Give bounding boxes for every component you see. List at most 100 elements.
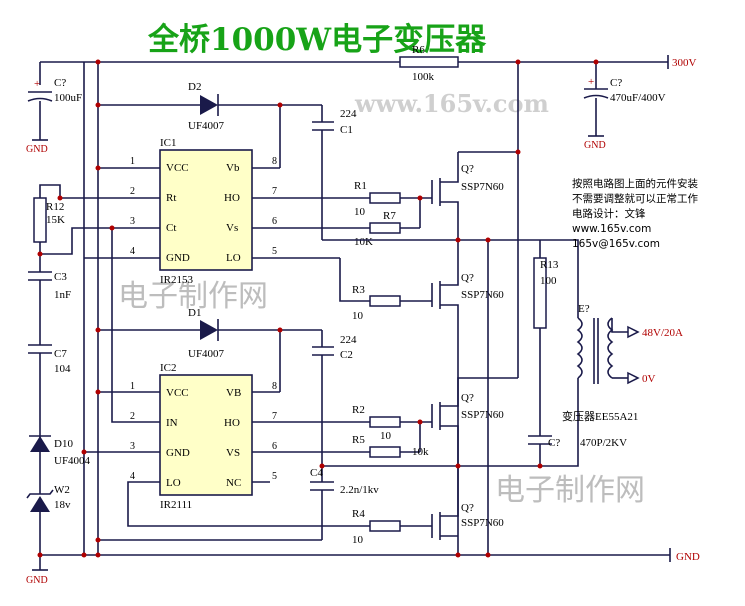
svg-text:+: +: [34, 78, 40, 90]
resistor-r6: R6 100k: [399, 44, 459, 83]
resistor-r5: R5 10k: [352, 422, 429, 458]
mosfet-q1: Q? SSP7N60: [431, 152, 504, 240]
svg-text:按照电路图上面的元件安装: 按照电路图上面的元件安装: [572, 177, 698, 190]
cap-470uf: + C? 470uF/400V GND: [583, 62, 666, 151]
svg-text:VCC: VCC: [166, 162, 189, 174]
svg-text:10: 10: [352, 534, 364, 546]
svg-text:10k: 10k: [412, 446, 429, 458]
svg-text:LO: LO: [226, 252, 241, 264]
svg-text:IN: IN: [166, 417, 178, 429]
svg-text:165v@165v.com: 165v@165v.com: [572, 238, 660, 250]
output-low-label: 0V: [642, 373, 656, 385]
svg-text:D1: D1: [188, 307, 201, 319]
svg-text:1: 1: [130, 156, 135, 167]
svg-text:UF4007: UF4007: [188, 348, 225, 360]
ic2-part: IR2111: [160, 499, 192, 511]
svg-text:18v: 18v: [54, 499, 71, 511]
svg-text:C2: C2: [340, 349, 353, 361]
cap-c4: C4 2.2n/1kv: [98, 466, 379, 541]
svg-text:15K: 15K: [46, 214, 65, 226]
svg-text:GND: GND: [26, 575, 48, 586]
svg-text:1nF: 1nF: [54, 289, 71, 301]
svg-text:C?: C?: [548, 437, 560, 449]
svg-text:D10: D10: [54, 438, 73, 450]
ic2-body: [159, 374, 253, 496]
svg-text:R12: R12: [46, 201, 64, 213]
ic1-body: [159, 149, 253, 271]
svg-text:104: 104: [54, 363, 71, 375]
svg-text:VB: VB: [226, 387, 241, 399]
svg-text:10: 10: [352, 310, 364, 322]
svg-text:10: 10: [380, 430, 392, 442]
ic2-ref: IC2: [160, 362, 177, 374]
svg-text:电路设计：文锋: 电路设计：文锋: [572, 207, 646, 220]
svg-text:C1: C1: [340, 124, 353, 136]
svg-text:C?: C?: [610, 77, 622, 89]
svg-text:R6: R6: [412, 44, 425, 56]
cap-c2: 224 C2: [312, 330, 357, 466]
ic1-part: IR2153: [160, 274, 194, 286]
cap-snubber: C? 470P/2KV: [528, 435, 627, 466]
svg-text:2.2n/1kv: 2.2n/1kv: [340, 484, 379, 496]
svg-text:SSP7N60: SSP7N60: [461, 517, 504, 529]
resistor-r1: R1 10: [354, 180, 432, 218]
cap-100uf: + C? 100uF GND: [26, 77, 82, 155]
schematic-title: 全桥1000W电子变压器: [147, 22, 487, 58]
svg-text:224: 224: [340, 108, 357, 120]
svg-text:224: 224: [340, 334, 357, 346]
svg-text:10K: 10K: [354, 236, 373, 248]
svg-text:8: 8: [272, 381, 277, 392]
svg-text:C3: C3: [54, 271, 67, 283]
design-notes: 按照电路图上面的元件安装 不需要调整就可以正常工作 电路设计：文锋 www.16…: [572, 177, 698, 250]
svg-text:Q?: Q?: [461, 163, 474, 175]
svg-text:HO: HO: [224, 192, 240, 204]
svg-text:1: 1: [130, 381, 135, 392]
svg-text:不需要调整就可以正常工作: 不需要调整就可以正常工作: [572, 192, 698, 205]
svg-text:Q?: Q?: [461, 272, 474, 284]
svg-text:Q?: Q?: [461, 392, 474, 404]
resistor-r12: R12 15K: [33, 184, 112, 255]
svg-text:D2: D2: [188, 81, 201, 93]
svg-text:SSP7N60: SSP7N60: [461, 181, 504, 193]
watermark-text-2: 电子制作网: [495, 473, 645, 508]
mosfet-q3: Q? SSP7N60: [431, 377, 518, 466]
svg-text:E?: E?: [578, 303, 590, 315]
svg-text:Q?: Q?: [461, 502, 474, 514]
svg-text:7: 7: [272, 411, 277, 422]
svg-text:6: 6: [272, 216, 277, 227]
vplus-label: 300V: [672, 57, 697, 69]
svg-text:R2: R2: [352, 404, 365, 416]
ic1-ref: IC1: [160, 137, 177, 149]
svg-text:C?: C?: [54, 77, 66, 89]
svg-text:GND: GND: [26, 144, 48, 155]
svg-text:SSP7N60: SSP7N60: [461, 289, 504, 301]
svg-text:3: 3: [130, 216, 135, 227]
resistor-r7: R7 10K: [354, 198, 421, 248]
svg-text:GND: GND: [166, 447, 190, 459]
svg-text:GND: GND: [166, 252, 190, 264]
svg-text:R3: R3: [352, 284, 365, 296]
svg-text:4: 4: [130, 246, 135, 257]
svg-text:LO: LO: [166, 477, 181, 489]
cap-c1: 224 C1: [312, 105, 357, 240]
svg-text:470uF/400V: 470uF/400V: [610, 92, 666, 104]
svg-text:100uF: 100uF: [54, 92, 82, 104]
diode-d1: D1 UF4007: [98, 307, 322, 392]
svg-text:C4: C4: [310, 467, 323, 479]
svg-text:Rt: Rt: [166, 192, 176, 204]
diode-d2: D2 UF4007: [98, 81, 322, 168]
diode-d10: D10 UF4004: [29, 435, 91, 494]
svg-text:GND: GND: [584, 140, 606, 151]
svg-text:8: 8: [272, 156, 277, 167]
svg-text:W2: W2: [54, 484, 70, 496]
svg-text:www.165v.com: www.165v.com: [572, 223, 651, 235]
svg-text:5: 5: [272, 471, 277, 482]
svg-text:Vb: Vb: [226, 162, 240, 174]
svg-text:HO: HO: [224, 417, 240, 429]
svg-text:4: 4: [130, 471, 135, 482]
svg-text:+: +: [588, 76, 594, 88]
svg-text:SSP7N60: SSP7N60: [461, 409, 504, 421]
svg-text:3: 3: [130, 441, 135, 452]
svg-text:7: 7: [272, 186, 277, 197]
svg-text:100: 100: [540, 275, 557, 287]
